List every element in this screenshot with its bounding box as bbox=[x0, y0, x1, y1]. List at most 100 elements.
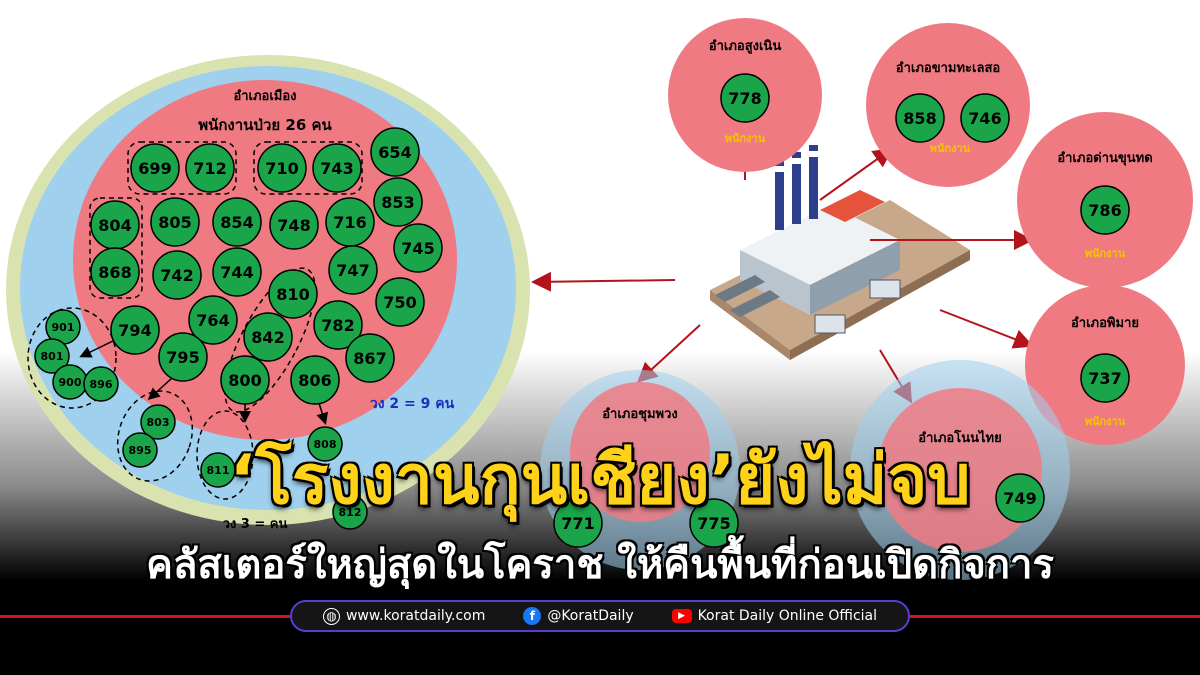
footer-bar: ◍ www.koratdaily.com f @KoratDaily ▶ Kor… bbox=[290, 600, 910, 632]
case-node-label: 805 bbox=[158, 213, 191, 232]
case-node: 778 bbox=[720, 73, 770, 123]
case-node: 749 bbox=[995, 473, 1045, 523]
case-node-circle bbox=[185, 143, 235, 193]
district-khamthalesor: อำเภอขามทะเลสอ พนักงาน bbox=[866, 23, 1030, 187]
case-node: 805 bbox=[150, 197, 200, 247]
case-node-label: 901 bbox=[52, 321, 75, 334]
case-node: 764 bbox=[188, 295, 238, 345]
case-node: 747 bbox=[328, 245, 378, 295]
case-node-label: 699 bbox=[138, 159, 171, 178]
case-node: 744 bbox=[212, 247, 262, 297]
youtube-text: Korat Daily Online Official bbox=[697, 608, 877, 624]
case-node-circle bbox=[158, 332, 208, 382]
case-node: 895 bbox=[122, 432, 158, 468]
case-node: 771 bbox=[553, 498, 603, 548]
footer-divider-right bbox=[910, 615, 1200, 618]
case-node-circle bbox=[150, 197, 200, 247]
case-node-circle bbox=[328, 245, 378, 295]
svg-text:อำเภอสูงเนิน: อำเภอสูงเนิน bbox=[709, 38, 782, 54]
case-node: 868 bbox=[90, 247, 140, 297]
case-node-label: 716 bbox=[333, 213, 366, 232]
case-node-label: 710 bbox=[265, 159, 298, 178]
group-901-896 bbox=[27, 307, 117, 409]
case-node: 748 bbox=[269, 200, 319, 250]
case-node-circle bbox=[1080, 353, 1130, 403]
case-node: 810 bbox=[268, 269, 318, 319]
case-node-label: 868 bbox=[98, 263, 131, 282]
case-node: 811 bbox=[200, 452, 236, 488]
case-node: 842 bbox=[243, 312, 293, 362]
case-node-circle bbox=[34, 338, 70, 374]
case-node: 853 bbox=[373, 177, 423, 227]
case-node-label: 867 bbox=[353, 349, 386, 368]
case-node-label: 712 bbox=[193, 159, 226, 178]
case-node-label: 900 bbox=[59, 376, 82, 389]
chimney-3 bbox=[809, 145, 818, 219]
case-node: 900 bbox=[52, 364, 88, 400]
case-node-label: 842 bbox=[251, 328, 284, 347]
case-node-label: 775 bbox=[697, 514, 730, 533]
case-node-label: 801 bbox=[41, 350, 64, 363]
case-node-circle bbox=[152, 250, 202, 300]
group-810-842-800 bbox=[224, 267, 316, 413]
footer-website[interactable]: ◍ www.koratdaily.com bbox=[322, 607, 485, 625]
svg-text:อำเภอขามทะเลสอ: อำเภอขามทะเลสอ bbox=[896, 60, 1000, 76]
case-node-circle bbox=[122, 432, 158, 468]
svg-text:พนักงาน: พนักงาน bbox=[1085, 247, 1126, 260]
case-node: 896 bbox=[83, 366, 119, 402]
case-node: 782 bbox=[313, 300, 363, 350]
case-node-label: 858 bbox=[903, 109, 936, 128]
case-node: 867 bbox=[345, 333, 395, 383]
case-node-label: 794 bbox=[118, 321, 151, 340]
facebook-icon: f bbox=[523, 607, 542, 625]
case-node-label: 853 bbox=[381, 193, 414, 212]
case-node-label: 771 bbox=[561, 514, 594, 533]
svg-text:พนักงาน: พนักงาน bbox=[930, 142, 971, 155]
case-node-circle bbox=[212, 247, 262, 297]
case-node-circle bbox=[90, 247, 140, 297]
case-node: 794 bbox=[110, 305, 160, 355]
case-node-label: 800 bbox=[228, 371, 261, 390]
case-node: 806 bbox=[290, 355, 340, 405]
factory-roof bbox=[740, 205, 900, 285]
facebook-text: @KoratDaily bbox=[547, 608, 634, 624]
case-node-circle bbox=[220, 355, 270, 405]
headline-sub: คลัสเตอร์ใหญ่สุดในโคราช ให้คืนพื้นที่ก่อ… bbox=[146, 542, 1054, 588]
case-node-circle bbox=[269, 200, 319, 250]
case-node-circle bbox=[370, 127, 420, 177]
case-node-label: 742 bbox=[160, 266, 193, 285]
case-node-circle bbox=[393, 223, 443, 273]
case-node-circle bbox=[1080, 185, 1130, 235]
case-node-label: 744 bbox=[220, 263, 253, 282]
footer-youtube[interactable]: ▶ Korat Daily Online Official bbox=[671, 608, 877, 624]
case-node-label: 895 bbox=[129, 444, 152, 457]
case-node: 750 bbox=[375, 277, 425, 327]
case-node-label: 745 bbox=[401, 239, 434, 258]
globe-icon: ◍ bbox=[322, 607, 340, 625]
case-node-circle bbox=[553, 498, 603, 548]
case-node-circle bbox=[995, 473, 1045, 523]
svg-text:อำเภอโนนไทย: อำเภอโนนไทย bbox=[918, 429, 1001, 446]
case-node-label: 743 bbox=[320, 159, 353, 178]
case-node-label: 746 bbox=[968, 109, 1001, 128]
case-node-circle bbox=[130, 143, 180, 193]
case-node: 812 bbox=[332, 494, 368, 530]
case-node-label: 803 bbox=[147, 416, 170, 429]
case-node-circle bbox=[345, 333, 395, 383]
case-node: 746 bbox=[960, 93, 1010, 143]
case-node-circle bbox=[689, 498, 739, 548]
case-node-label: 810 bbox=[276, 285, 309, 304]
case-node-label: 811 bbox=[207, 464, 230, 477]
footer-facebook[interactable]: f @KoratDaily bbox=[523, 607, 634, 625]
chimney-2 bbox=[792, 152, 801, 224]
case-node: 854 bbox=[212, 197, 262, 247]
case-node-label: 854 bbox=[220, 213, 253, 232]
case-node-circle bbox=[312, 143, 362, 193]
case-node-label: 764 bbox=[196, 311, 229, 330]
case-node-circle bbox=[83, 366, 119, 402]
svg-text:อำเภอพิมาย: อำเภอพิมาย bbox=[1071, 315, 1139, 331]
case-node-label: 654 bbox=[378, 143, 411, 162]
